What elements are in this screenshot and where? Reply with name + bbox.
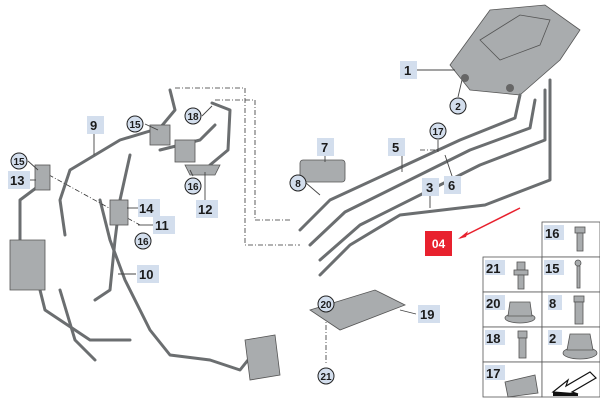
grid-cell-16[interactable]: 16 [544,225,586,252]
svg-text:17: 17 [432,127,444,138]
bracket-lower-right [244,334,281,381]
grid-cell-17[interactable]: 17 [485,365,539,398]
callout-13[interactable]: 13 [8,171,30,189]
svg-text:1: 1 [404,63,411,78]
svg-text:20: 20 [320,300,332,311]
svg-text:8: 8 [295,179,301,190]
callout-19[interactable]: 19 [418,305,440,323]
bracket-lower-left [9,239,46,291]
highlight-arrow [459,207,521,239]
callout-11[interactable]: 11 [153,216,175,234]
brake-lines [18,78,552,372]
callout-16-lower[interactable]: 16 [134,232,152,250]
svg-text:14: 14 [139,201,154,216]
callout-5[interactable]: 5 [388,138,405,156]
clip-13 [34,164,51,191]
grid-cell-18[interactable]: 18 [485,330,528,359]
callout-1[interactable]: 1 [400,61,417,79]
svg-text:18: 18 [486,331,500,346]
callout-15-left[interactable]: 15 [10,152,28,170]
highlight-callout-04[interactable]: 04 [425,231,452,256]
svg-text:04: 04 [432,237,446,251]
callout-7[interactable]: 7 [317,138,334,156]
control-module-7 [299,159,346,183]
valve-block [449,4,581,96]
grid-cell-21[interactable]: 21 [485,260,529,290]
svg-text:2: 2 [549,331,556,346]
callout-6[interactable]: 6 [444,176,461,194]
svg-text:15: 15 [13,157,25,168]
svg-text:2: 2 [455,102,461,113]
callout-8[interactable]: 8 [289,174,307,192]
svg-text:12: 12 [198,202,212,217]
direction-arrow-icon [551,371,597,396]
callout-21[interactable]: 21 [317,367,335,385]
svg-text:7: 7 [321,140,328,155]
grid-cell-15[interactable]: 15 [544,259,582,289]
clip-14 [109,199,129,226]
callout-18[interactable]: 18 [184,107,202,125]
callout-2[interactable]: 2 [449,97,467,115]
svg-text:13: 13 [10,173,24,188]
grid-cell-20[interactable]: 20 [485,295,536,324]
clip-grommet [174,139,196,163]
callout-16-upper[interactable]: 16 [184,177,202,195]
callout-3[interactable]: 3 [422,178,439,196]
svg-text:16: 16 [545,226,559,241]
svg-text:8: 8 [549,296,556,311]
callout-12[interactable]: 12 [196,200,218,218]
svg-text:11: 11 [155,218,169,233]
callout-14[interactable]: 14 [138,199,160,217]
svg-text:3: 3 [426,180,433,195]
svg-text:19: 19 [420,307,434,322]
arrow-head-icon [458,231,468,239]
grid-cell-8[interactable]: 8 [548,295,585,325]
svg-text:5: 5 [392,140,399,155]
grid-cell-2[interactable]: 2 [548,330,598,360]
callout-17[interactable]: 17 [429,122,447,140]
fasteners-grid: 16 21 15 20 8 18 2 17 [482,221,600,398]
bracket-12 [184,164,221,176]
control-unit-19 [309,289,406,331]
clip-15 [149,124,171,146]
svg-text:16: 16 [187,182,199,193]
svg-text:17: 17 [486,366,500,381]
svg-text:15: 15 [545,261,559,276]
svg-text:18: 18 [187,112,199,123]
svg-text:15: 15 [129,120,141,131]
svg-text:6: 6 [448,178,455,193]
callout-10[interactable]: 10 [137,265,159,283]
svg-text:9: 9 [90,118,97,133]
callout-20[interactable]: 20 [317,295,335,313]
callout-9[interactable]: 9 [87,116,104,134]
svg-text:10: 10 [139,267,153,282]
svg-text:21: 21 [486,261,500,276]
svg-text:20: 20 [486,296,500,311]
callout-15-upper[interactable]: 15 [126,115,144,133]
svg-text:16: 16 [137,237,149,248]
svg-text:21: 21 [320,372,332,383]
